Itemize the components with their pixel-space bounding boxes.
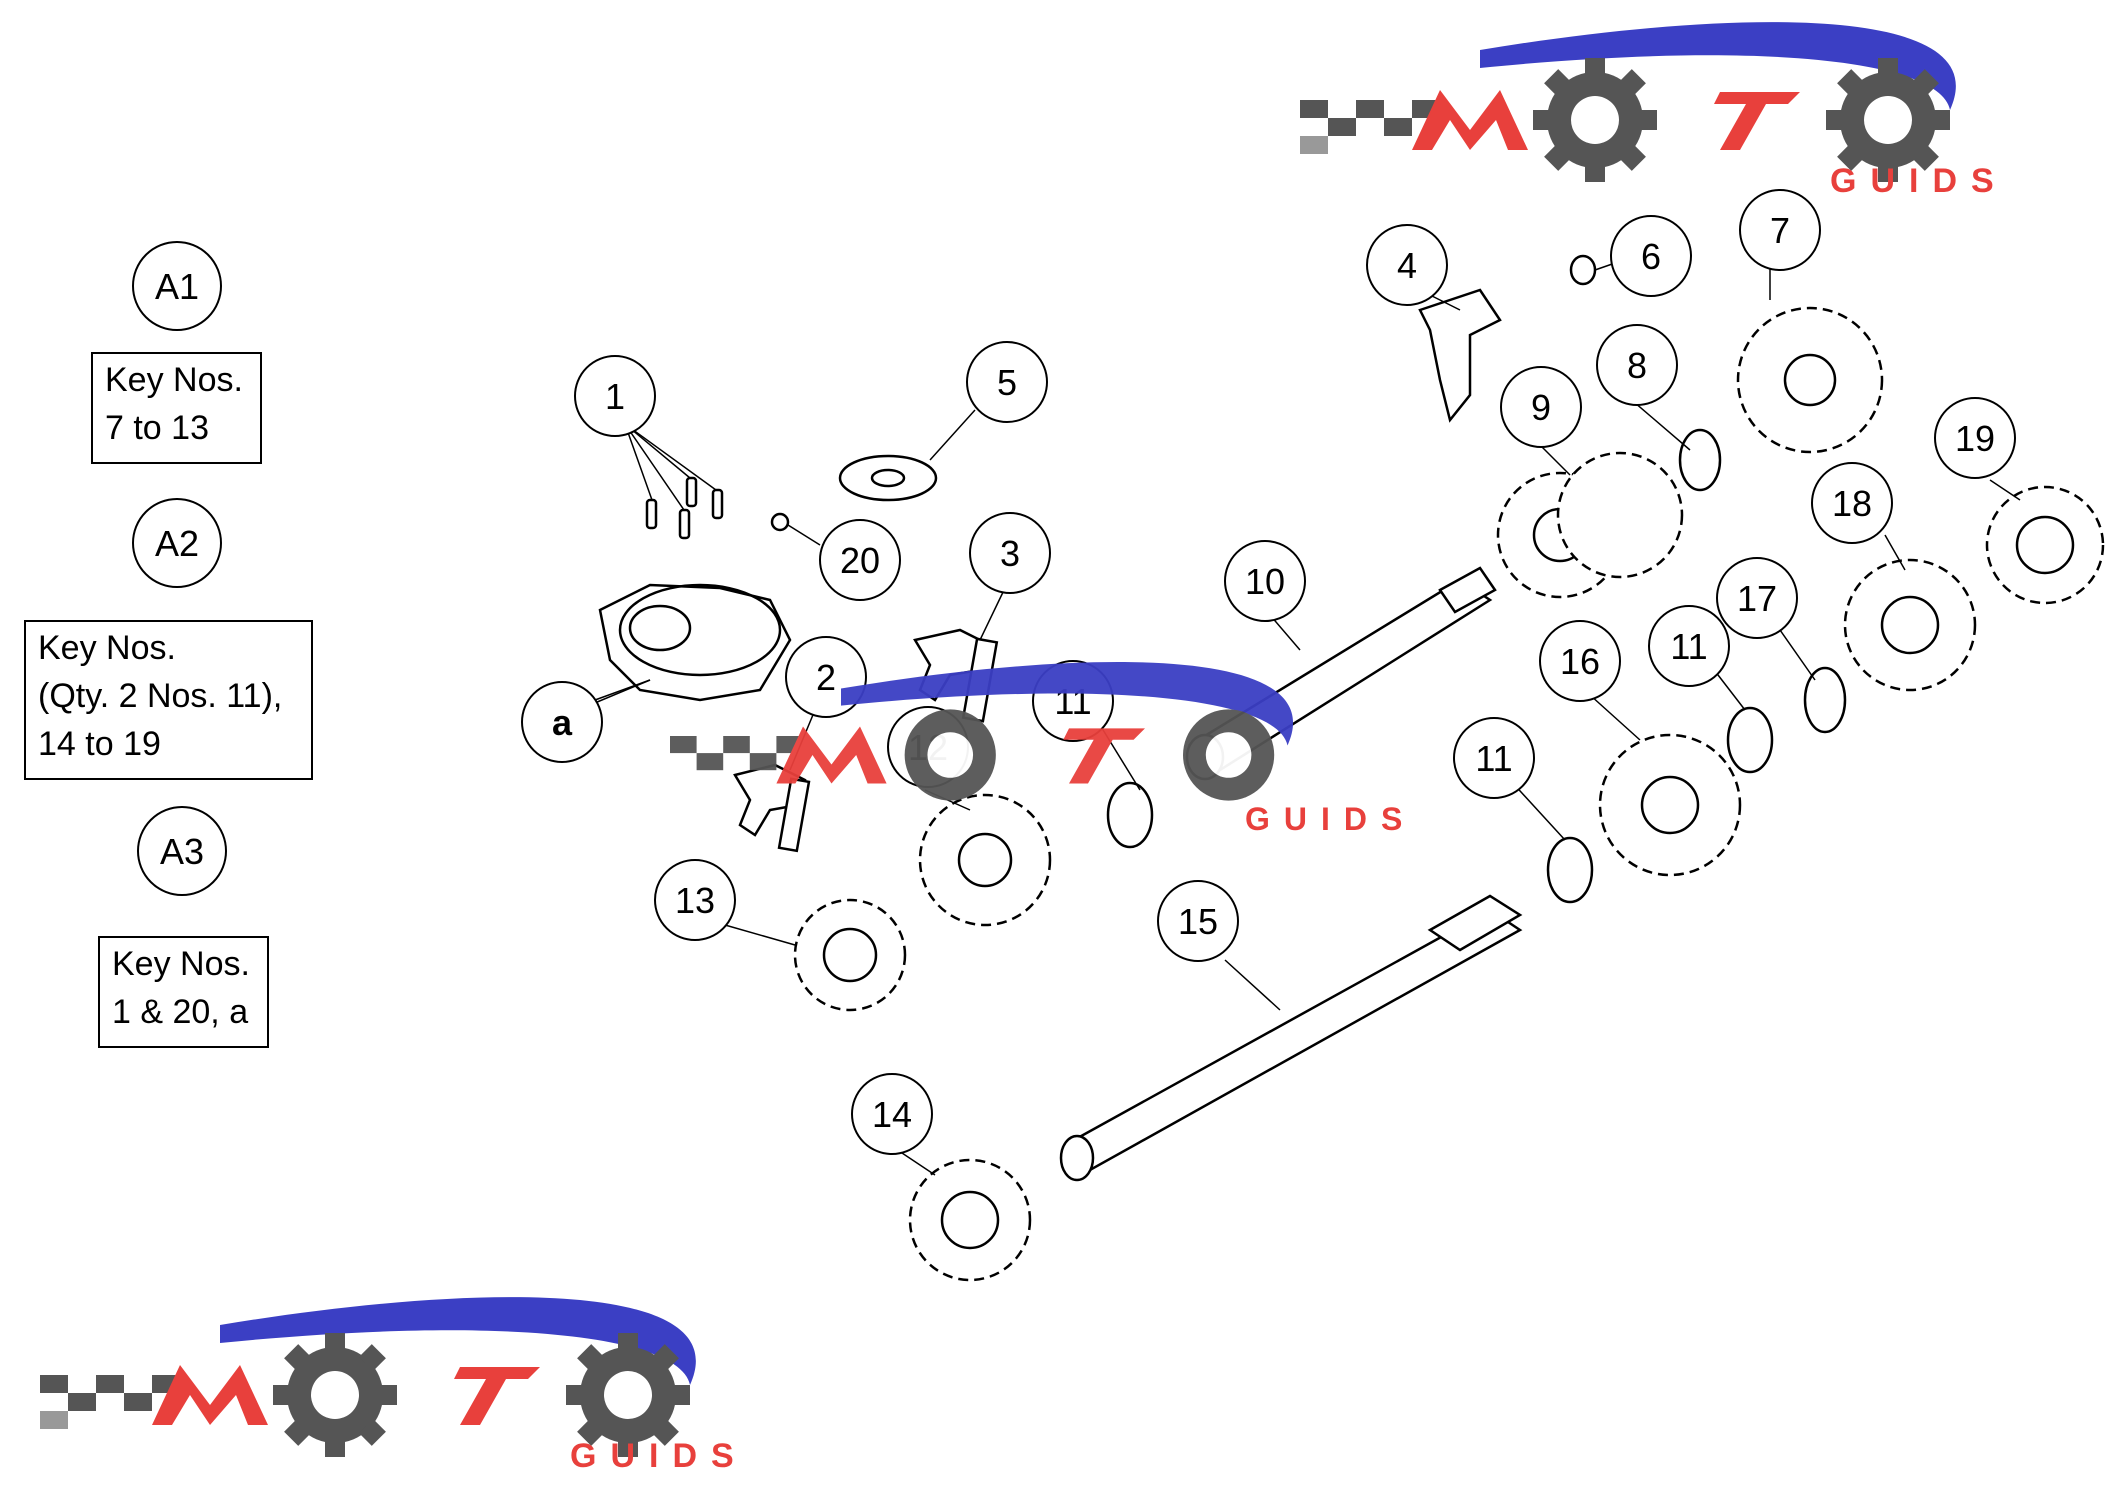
gear-part-9 <box>1496 451 1684 599</box>
key-box-a3-line2: 1 & 20, a <box>112 993 249 1031</box>
group-bubble-a2-label: A2 <box>155 523 199 564</box>
group-bubble-a3-label: A3 <box>160 831 204 872</box>
watermark-subtext-center: GUIDS <box>1245 801 1416 837</box>
watermark-logo-top <box>1300 22 1956 182</box>
key-box-a1-line1: Key Nos. <box>105 361 243 399</box>
detent-ball-part <box>770 512 790 532</box>
callout-7: 7 <box>1770 210 1790 251</box>
callout-19: 19 <box>1955 418 1995 459</box>
washer-part-8 <box>1678 428 1722 492</box>
shaft-part <box>1059 894 1523 1182</box>
gear-part-14 <box>908 1158 1032 1282</box>
gear-part-16 <box>1598 733 1742 877</box>
callout-9: 9 <box>1531 387 1551 428</box>
callout-11-second: 11 <box>1670 626 1707 667</box>
key-box-a2: Key Nos. (Qty. 2 Nos. 11), 14 to 19 <box>24 620 313 780</box>
group-bubble-a2: A2 <box>132 498 222 588</box>
group-bubble-a1-label: A1 <box>155 266 199 307</box>
callout-17: 17 <box>1737 578 1777 619</box>
callout-18: 18 <box>1832 483 1872 524</box>
watermark-subtext-bottom: GUIDS <box>570 1437 748 1475</box>
gear-part-12 <box>918 793 1052 927</box>
key-box-a2-line1: Key Nos. <box>38 629 176 667</box>
callout-a: a <box>552 702 573 743</box>
circlip-part <box>1569 254 1597 286</box>
group-bubble-a3: A3 <box>137 806 227 896</box>
callout-5: 5 <box>997 362 1017 403</box>
callout-15: 15 <box>1178 901 1218 942</box>
callout-6: 6 <box>1641 236 1661 277</box>
gear-part-13 <box>793 898 907 1012</box>
group-bubble-a1: A1 <box>132 241 222 331</box>
key-box-a3-line1: Key Nos. <box>112 945 250 983</box>
key-box-a3: Key Nos. 1 & 20, a <box>98 936 269 1048</box>
gear-part-19 <box>1985 485 2105 605</box>
washer-hole <box>870 468 906 488</box>
key-box-a2-line2: (Qty. 2 Nos. 11), <box>38 677 283 715</box>
watermark-subtext-top: GUIDS <box>1830 162 2008 200</box>
callout-3: 3 <box>1000 533 1020 574</box>
callout-4: 4 <box>1397 245 1417 286</box>
callout-13: 13 <box>675 880 715 921</box>
selector-drum-plate <box>598 583 792 702</box>
gear-part-7 <box>1736 306 1884 454</box>
watermark-logo-center <box>670 662 1294 801</box>
pin-part <box>645 476 724 540</box>
shift-fork-part <box>1418 288 1502 423</box>
callout-14: 14 <box>872 1094 912 1135</box>
washer-part-11 <box>1546 836 1594 904</box>
callout-11-third: 11 <box>1475 738 1512 779</box>
key-box-a1-line2: 7 to 13 <box>105 409 209 447</box>
gear-part-18 <box>1843 558 1977 692</box>
key-box-a2-line3: 14 to 19 <box>38 725 161 763</box>
callout-8: 8 <box>1627 345 1647 386</box>
washer-part-11 <box>1106 781 1154 849</box>
watermark-logo-bottom <box>40 1297 696 1457</box>
callout-2: 2 <box>816 657 836 698</box>
callout-1: 1 <box>605 376 625 417</box>
key-box-a1: Key Nos. 7 to 13 <box>91 352 262 464</box>
washer-part-11 <box>1726 706 1774 774</box>
callout-16: 16 <box>1560 641 1600 682</box>
washer-part-17 <box>1803 666 1847 734</box>
callout-10: 10 <box>1245 561 1285 602</box>
callout-20: 20 <box>840 540 880 581</box>
